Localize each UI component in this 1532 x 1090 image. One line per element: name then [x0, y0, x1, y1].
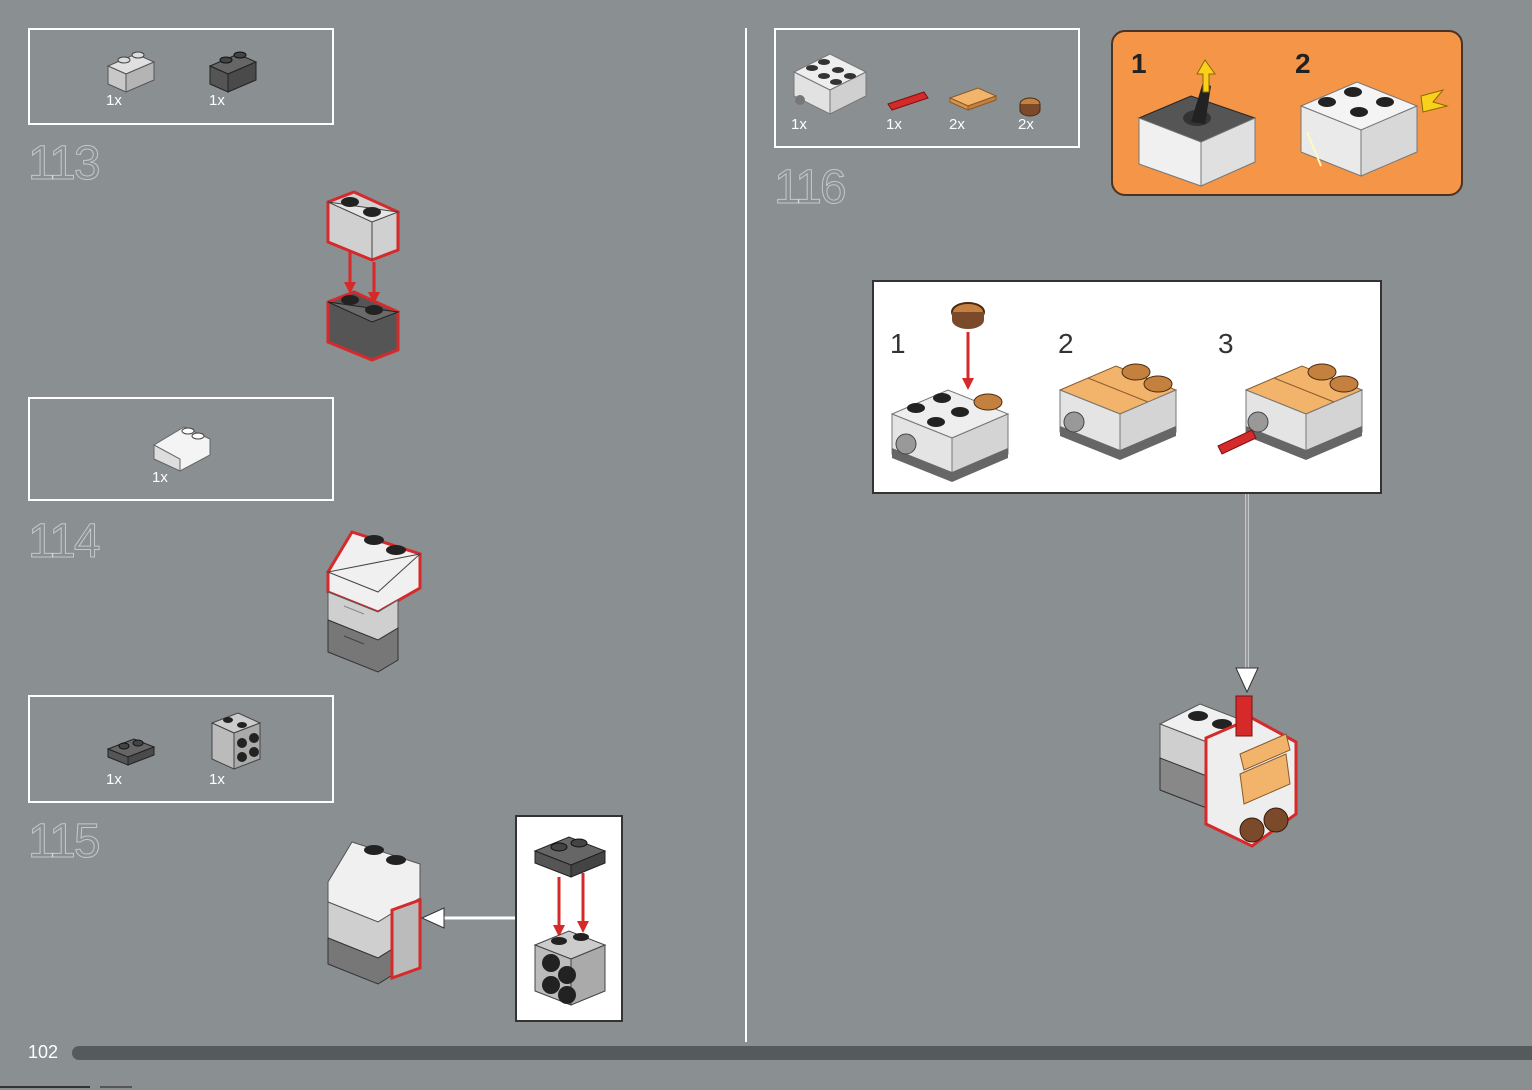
part-qty: 2x: [1018, 116, 1034, 133]
part-qty: 1x: [209, 92, 225, 109]
sub-step-2-illustration: [1056, 360, 1180, 480]
sub-step-number: 3: [1218, 328, 1234, 360]
transparent-brick-assembly-icon: [790, 44, 870, 116]
light-gray-brick-2x2-side-studs-icon: [208, 711, 264, 771]
parts-list-115: 1x 1x: [28, 695, 334, 803]
parts-list-114: 1x: [28, 397, 334, 501]
step-113-model-illustration: [324, 190, 404, 365]
parts-list-113: 1x 1x: [28, 28, 334, 125]
step-116-substeps-box: 1 2 3: [872, 280, 1382, 494]
step-116-model-illustration: [1156, 694, 1300, 850]
light-gray-brick-1x2-masonry-icon: [106, 44, 166, 94]
step-number-115: 115: [28, 814, 99, 869]
dark-gray-brick-1x2-masonry-icon: [208, 44, 268, 94]
connector-arrow: [1234, 494, 1260, 694]
step-number-113: 113: [28, 136, 99, 191]
part-qty: 1x: [791, 116, 807, 133]
tip-callout: 1 2: [1111, 30, 1463, 196]
part-qty: 1x: [106, 92, 122, 109]
subassembly-illustration: [533, 833, 609, 1009]
page-number: 102: [28, 1042, 58, 1063]
part-qty: 1x: [886, 116, 902, 133]
attach-arrow: [420, 906, 520, 930]
dark-gray-plate-1x2-icon: [106, 735, 162, 771]
part-qty: 1x: [106, 771, 122, 788]
sub-step-number: 2: [1058, 328, 1074, 360]
step-115-model-illustration: [324, 838, 426, 988]
red-bar-icon: [886, 88, 930, 112]
callout-sub-step-1-illustration: [1135, 52, 1259, 192]
brown-round-tile-icon: [1018, 96, 1042, 118]
part-qty: 1x: [152, 469, 168, 486]
part-qty: 2x: [949, 116, 965, 133]
sub-step-3-illustration: [1218, 360, 1368, 480]
footer-rule: [100, 1086, 132, 1088]
step-114-model-illustration: [324, 528, 424, 678]
part-qty: 1x: [209, 771, 225, 788]
sub-step-1-illustration: [888, 298, 1012, 478]
white-slope-2x2-icon: [152, 415, 216, 471]
step-number-114: 114: [28, 514, 99, 569]
page-divider: [745, 28, 747, 1042]
step-number-116: 116: [774, 160, 845, 215]
parts-list-116: 1x 1x 2x 2x: [774, 28, 1080, 148]
footer-rule: [0, 1086, 90, 1088]
step-115-subassembly-box: [515, 815, 623, 1022]
callout-sub-step-2-illustration: [1297, 72, 1453, 182]
tan-tile-1x2-icon: [948, 84, 998, 114]
page-progress-bar: [72, 1046, 1532, 1060]
